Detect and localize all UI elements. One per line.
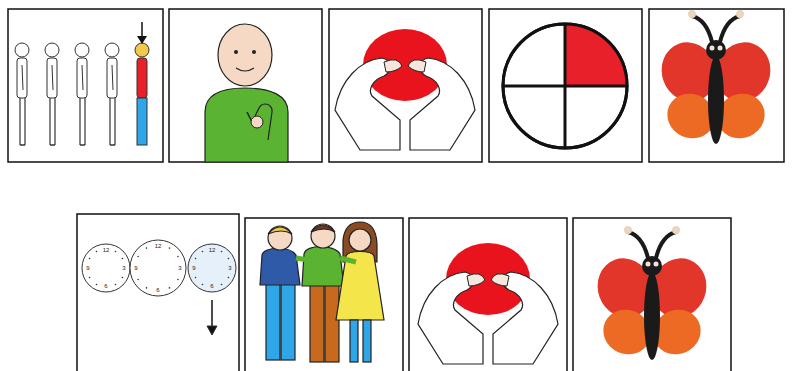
- queue-last-symbol: [75, 43, 89, 145]
- we-symbol: [336, 252, 384, 321]
- me-symbol: [252, 104, 272, 140]
- we-symbol: [310, 282, 324, 362]
- we-symbol: [268, 226, 292, 250]
- queue-last-symbol: [45, 43, 59, 145]
- clock-numeral: 9: [86, 265, 89, 271]
- clock-tick: [115, 284, 117, 286]
- clock-tick: [146, 287, 148, 289]
- we-symbol: [363, 320, 371, 362]
- clock-tick: [177, 256, 179, 258]
- clock-numeral: 3: [178, 265, 181, 271]
- clock-tick: [221, 251, 223, 253]
- queue-last-symbol: [137, 58, 147, 98]
- last-time-symbol: [130, 240, 186, 296]
- clock-numeral: 3: [122, 265, 125, 271]
- butterfly-photo: [653, 10, 778, 146]
- butterfly-photo: [589, 226, 714, 362]
- card-frame: [8, 9, 163, 162]
- clock-numeral: 12: [209, 247, 216, 253]
- card-frame: [649, 9, 784, 162]
- queue-last-symbol: [137, 98, 147, 145]
- clock-tick: [122, 258, 124, 260]
- clock-tick: [89, 258, 91, 260]
- queue-last-symbol: [15, 43, 29, 145]
- quarter-symbol: [503, 24, 627, 148]
- clock-tick: [137, 279, 139, 281]
- we-symbol: [266, 280, 280, 360]
- we-symbol: [350, 320, 358, 362]
- clock-tick: [169, 287, 171, 289]
- card-frame: [245, 218, 403, 371]
- we-symbol: [260, 248, 300, 285]
- clock-numeral: 3: [228, 265, 231, 271]
- we-symbol: [302, 247, 344, 287]
- clock-tick: [228, 258, 230, 260]
- me-symbol: [205, 88, 288, 162]
- quarter-symbol: [503, 24, 627, 148]
- last-time-symbol: [207, 326, 217, 335]
- clock-tick: [195, 277, 197, 279]
- card-frame: [169, 9, 322, 162]
- clock-numeral: 9: [134, 265, 137, 271]
- clock-tick: [177, 279, 179, 281]
- clock-tick: [89, 277, 91, 279]
- we-symbol: [311, 224, 335, 248]
- clock-numeral: 9: [192, 265, 195, 271]
- me-symbol: [251, 116, 263, 128]
- clock-numeral: 6: [210, 283, 213, 289]
- last-time-symbol: [82, 240, 236, 335]
- queue-last-symbol: [105, 43, 119, 145]
- dough-symbol: [335, 29, 475, 150]
- we-symbol: [311, 225, 335, 232]
- clock-tick: [122, 277, 124, 279]
- dough-symbol: [418, 243, 558, 364]
- clock-numeral: 12: [103, 247, 110, 253]
- card-frame: [77, 214, 239, 371]
- clock-tick: [137, 256, 139, 258]
- card-frame: [489, 9, 642, 162]
- last-time-symbol: [82, 244, 130, 292]
- queue-last-symbol: [137, 36, 147, 44]
- me-symbol: [234, 50, 238, 54]
- clock-numeral: 6: [104, 283, 107, 289]
- quarter-symbol: [503, 85, 627, 88]
- me-symbol: [252, 50, 256, 54]
- clock-numeral: 12: [155, 243, 162, 249]
- card-frame: [573, 218, 731, 371]
- quarter-symbol: [503, 24, 627, 148]
- we-symbol: [349, 229, 371, 251]
- clock-tick: [96, 284, 98, 286]
- we-symbol: [260, 222, 384, 362]
- queue-last-symbol: [15, 22, 149, 145]
- card-frame: [8, 9, 784, 371]
- clock-numeral: 6: [156, 287, 159, 293]
- me-symbol: [218, 24, 272, 86]
- clock-tick: [115, 251, 117, 253]
- queue-last-symbol: [135, 43, 149, 57]
- card-frame: [329, 9, 482, 162]
- card-frame: [409, 218, 567, 371]
- clock-tick: [228, 277, 230, 279]
- clock-tick: [195, 258, 197, 260]
- me-symbol: [205, 24, 288, 162]
- clock-tick: [221, 284, 223, 286]
- we-symbol: [325, 282, 339, 362]
- last-time-symbol: [188, 244, 236, 292]
- we-symbol: [296, 258, 320, 262]
- clock-tick: [202, 284, 204, 286]
- we-symbol: [268, 227, 292, 234]
- clock-tick: [96, 251, 98, 253]
- we-symbol: [340, 258, 356, 262]
- clock-tick: [169, 247, 171, 249]
- clock-tick: [146, 247, 148, 249]
- clock-tick: [202, 251, 204, 253]
- we-symbol: [281, 280, 295, 360]
- me-symbol: [236, 68, 254, 71]
